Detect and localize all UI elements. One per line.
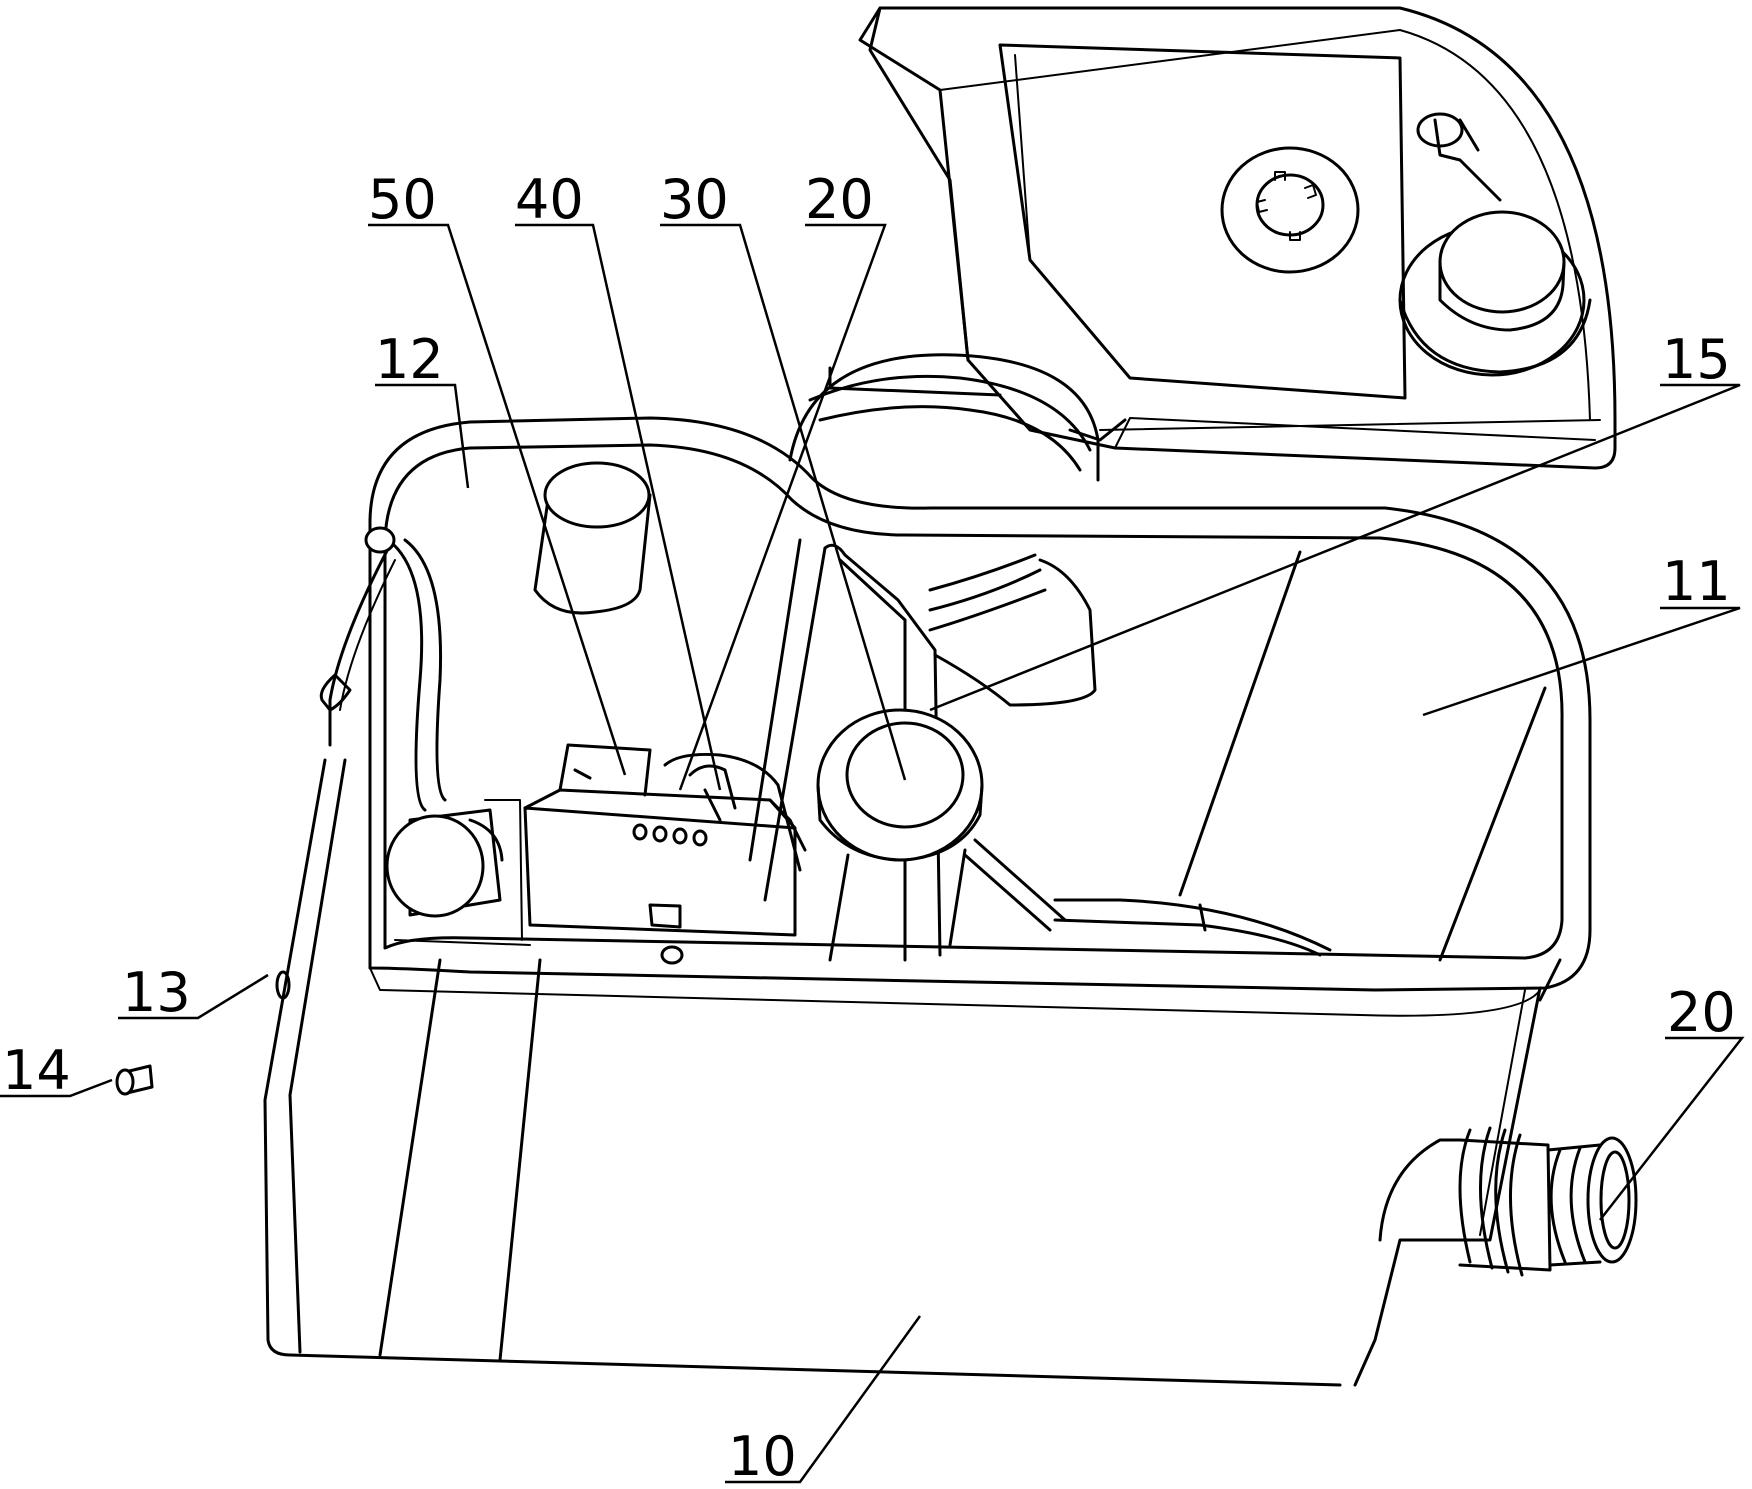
- motor-coil: [663, 753, 807, 872]
- label-15: 15: [1662, 328, 1731, 391]
- float-30: [816, 708, 984, 962]
- label-40: 40: [515, 168, 584, 231]
- label-11: 11: [1662, 550, 1731, 613]
- label-14: 14: [2, 1039, 71, 1102]
- label-30: 30: [660, 168, 729, 231]
- housing: [263, 416, 1592, 1387]
- divider-wall: [748, 538, 1097, 962]
- outlet-fitting: [1378, 1126, 1638, 1277]
- label-20-top: 20: [805, 168, 874, 231]
- lid: [858, 6, 1617, 470]
- leader-lines: [0, 223, 1745, 1484]
- label-13: 13: [122, 961, 191, 1024]
- plug-14: [115, 1064, 154, 1096]
- part-labels: 50 40 30 20 12 15 11 13 14 20 10: [2, 168, 1736, 1488]
- lid-knob: [1398, 112, 1592, 377]
- roller: [385, 808, 504, 918]
- compartment-12: [364, 461, 652, 946]
- rear-pump-cylinder: [788, 353, 1127, 482]
- label-10: 10: [728, 1425, 797, 1488]
- compartment-11: [1053, 550, 1547, 962]
- label-12: 12: [375, 328, 444, 391]
- lid-screw: [1220, 146, 1360, 274]
- label-50: 50: [368, 168, 437, 231]
- label-20-right: 20: [1667, 981, 1736, 1044]
